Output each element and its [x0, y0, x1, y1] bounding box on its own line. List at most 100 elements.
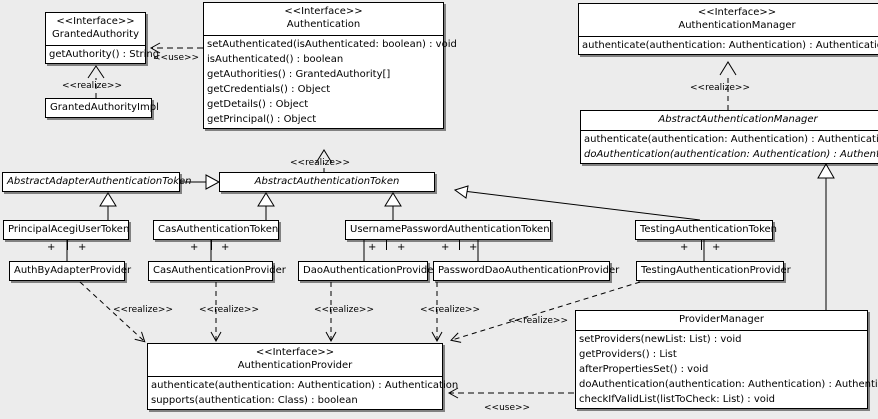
association-plus-marker: + — [712, 242, 721, 253]
class-name: CasAuthenticationToken — [158, 224, 279, 235]
class-box-abstract-adapter-authentication-token[interactable]: AbstractAdapterAuthenticationToken — [2, 172, 192, 192]
class-box-cas-authentication-provider[interactable]: CasAuthenticationProvider — [148, 261, 286, 281]
relation-usernamepasswordtoken-extends-abstractauthenticationtoken — [384, 192, 402, 220]
class-name: TestingAuthenticationProvider — [641, 265, 791, 276]
class-box-testing-authentication-provider[interactable]: TestingAuthenticationProvider — [636, 261, 791, 281]
member-row: getAuthorities() : GrantedAuthority[] — [207, 69, 391, 80]
label-realize-passworddaoauthenticationprovider: <<realize>> — [420, 305, 480, 315]
member-row: afterPropertiesSet() : void — [579, 364, 709, 375]
class-members: setProviders(newList: List) : void getPr… — [576, 330, 878, 408]
class-box-granted-authority[interactable]: <<Interface>> GrantedAuthority getAuthor… — [45, 12, 160, 64]
class-header: AuthByAdapterProvider — [10, 262, 132, 280]
stereotype-label: <<Interface>> — [56, 16, 135, 27]
association-plus-marker: + — [368, 242, 377, 253]
class-name: AbstractAuthenticationToken — [254, 176, 400, 187]
class-name: Authentication — [286, 19, 361, 30]
stereotype-label: <<Interface>> — [284, 6, 363, 17]
member-row: checkIfValidList(listToCheck: List) : vo… — [579, 394, 776, 405]
member-row: setAuthenticated(isAuthenticated: boolea… — [207, 39, 457, 50]
association-plus-marker: + — [190, 242, 199, 253]
class-box-abstract-authentication-token[interactable]: AbstractAuthenticationToken — [219, 172, 435, 192]
class-header: <<Interface>> AuthenticationProvider — [148, 344, 442, 376]
label-realize-casauthenticationprovider: <<realize>> — [199, 305, 259, 315]
member-row: getProviders() : List — [579, 349, 677, 360]
class-header: <<Interface>> GrantedAuthority — [46, 13, 145, 45]
class-box-authentication-manager[interactable]: <<Interface>> AuthenticationManager auth… — [578, 3, 878, 55]
class-box-auth-by-adapter-provider[interactable]: AuthByAdapterProvider — [9, 261, 132, 281]
class-members: authenticate(authentication: Authenticat… — [148, 376, 458, 409]
class-name: GrantedAuthority — [51, 29, 140, 40]
member-row: getDetails() : Object — [207, 99, 309, 110]
class-name: PasswordDaoAuthenticationProvider — [438, 265, 620, 276]
member-row: authenticate(authentication: Authenticat… — [582, 40, 878, 51]
class-box-username-password-authentication-token[interactable]: UsernamePasswordAuthenticationToken — [345, 220, 551, 240]
class-name: AbstractAuthenticationManager — [658, 114, 818, 125]
class-name: AuthenticationProvider — [237, 360, 353, 371]
class-members: getAuthority() : String — [46, 45, 160, 63]
member-row: setProviders(newList: List) : void — [579, 334, 742, 345]
class-header: <<Interface>> AuthenticationManager — [579, 4, 878, 36]
label-use-authentication-grantedauthority: <<use>> — [153, 53, 200, 63]
member-row: getCredentials() : Object — [207, 84, 331, 95]
member-row: getAuthority() : String — [49, 49, 160, 60]
member-row: doAuthentication(authentication: Authent… — [584, 149, 878, 160]
class-header: TestingAuthenticationToken — [636, 221, 777, 239]
class-header: AbstractAuthenticationToken — [220, 173, 434, 191]
class-members: authenticate(authentication: Authenticat… — [579, 36, 878, 54]
class-name: PrincipalAcegiUserToken — [8, 224, 130, 235]
class-box-password-dao-authentication-provider[interactable]: PasswordDaoAuthenticationProvider — [433, 261, 620, 281]
class-members: authenticate(authentication: Authenticat… — [581, 130, 878, 163]
stereotype-label: <<Interface>> — [255, 347, 335, 358]
member-row: authenticate(authentication: Authenticat… — [584, 134, 878, 145]
class-box-provider-manager[interactable]: ProviderManager setProviders(newList: Li… — [575, 310, 878, 409]
class-box-granted-authority-impl[interactable]: GrantedAuthorityImpl — [45, 98, 159, 118]
label-realize-authbyadapterprovider: <<realize>> — [113, 305, 173, 315]
relation-providermanager-extends-abstractauthenticationmanager — [817, 162, 835, 310]
label-realize-daoauthenticationprovider: <<realize>> — [314, 305, 374, 315]
class-header: <<Interface>> Authentication — [204, 3, 443, 35]
plus-band-tick — [67, 240, 68, 250]
class-header: AbstractAdapterAuthenticationToken — [3, 173, 192, 191]
association-plus-marker: + — [469, 242, 478, 253]
class-name: ProviderManager — [678, 314, 764, 325]
plus-band-tick — [701, 240, 702, 250]
class-name: GrantedAuthorityImpl — [50, 102, 159, 113]
class-header: CasAuthenticationToken — [154, 221, 278, 239]
member-row: supports(authentication: Class) : boolea… — [151, 395, 358, 406]
relation-testingauthenticationtoken-extends-abstractauthenticationtoken — [453, 185, 701, 221]
class-header: AbstractAuthenticationManager — [581, 111, 878, 130]
association-plus-marker: + — [78, 242, 87, 253]
class-header: ProviderManager — [576, 311, 867, 330]
class-members: setAuthenticated(isAuthenticated: boolea… — [204, 35, 457, 128]
stereotype-label: <<Interface>> — [697, 7, 777, 18]
association-plus-marker: + — [221, 242, 230, 253]
label-use-providermanager: <<use>> — [484, 403, 531, 413]
label-realize-abstractauthenticationmanager: <<realize>> — [690, 83, 750, 93]
plus-band-tick — [386, 240, 387, 250]
association-plus-marker: + — [441, 242, 450, 253]
class-name: AuthByAdapterProvider — [14, 265, 132, 276]
class-header: DaoAuthenticationProvider — [299, 262, 438, 280]
association-plus-marker: + — [680, 242, 689, 253]
class-box-authentication-provider[interactable]: <<Interface>> AuthenticationProvider aut… — [147, 343, 458, 410]
class-header: PrincipalAcegiUserToken — [4, 221, 130, 239]
class-name: DaoAuthenticationProvider — [303, 265, 438, 276]
class-name: UsernamePasswordAuthenticationToken — [350, 224, 550, 235]
relation-principalacegiusertoken-extends-abstractadaptertoken — [99, 192, 117, 220]
label-realize-testingauthenticationprovider: <<realize>> — [508, 316, 568, 326]
member-row: getPrincipal() : Object — [207, 114, 317, 125]
relation-casauthenticationtoken-extends-abstractauthenticationtoken — [257, 192, 275, 220]
class-box-testing-authentication-token[interactable]: TestingAuthenticationToken — [635, 220, 777, 240]
class-box-cas-authentication-token[interactable]: CasAuthenticationToken — [153, 220, 279, 240]
class-name: AbstractAdapterAuthenticationToken — [7, 176, 192, 187]
association-plus-marker: + — [397, 242, 406, 253]
class-box-dao-authentication-provider[interactable]: DaoAuthenticationProvider — [298, 261, 438, 281]
member-row: doAuthentication(authentication: Authent… — [579, 379, 878, 390]
class-box-authentication[interactable]: <<Interface>> Authentication setAuthenti… — [203, 2, 457, 129]
label-realize-abstractauthenticationtoken: <<realize>> — [290, 158, 350, 168]
class-box-principal-acegi-user-token[interactable]: PrincipalAcegiUserToken — [3, 220, 129, 240]
class-box-abstract-authentication-manager[interactable]: AbstractAuthenticationManager authentica… — [580, 110, 878, 164]
class-header: TestingAuthenticationProvider — [637, 262, 791, 280]
class-header: CasAuthenticationProvider — [149, 262, 286, 280]
